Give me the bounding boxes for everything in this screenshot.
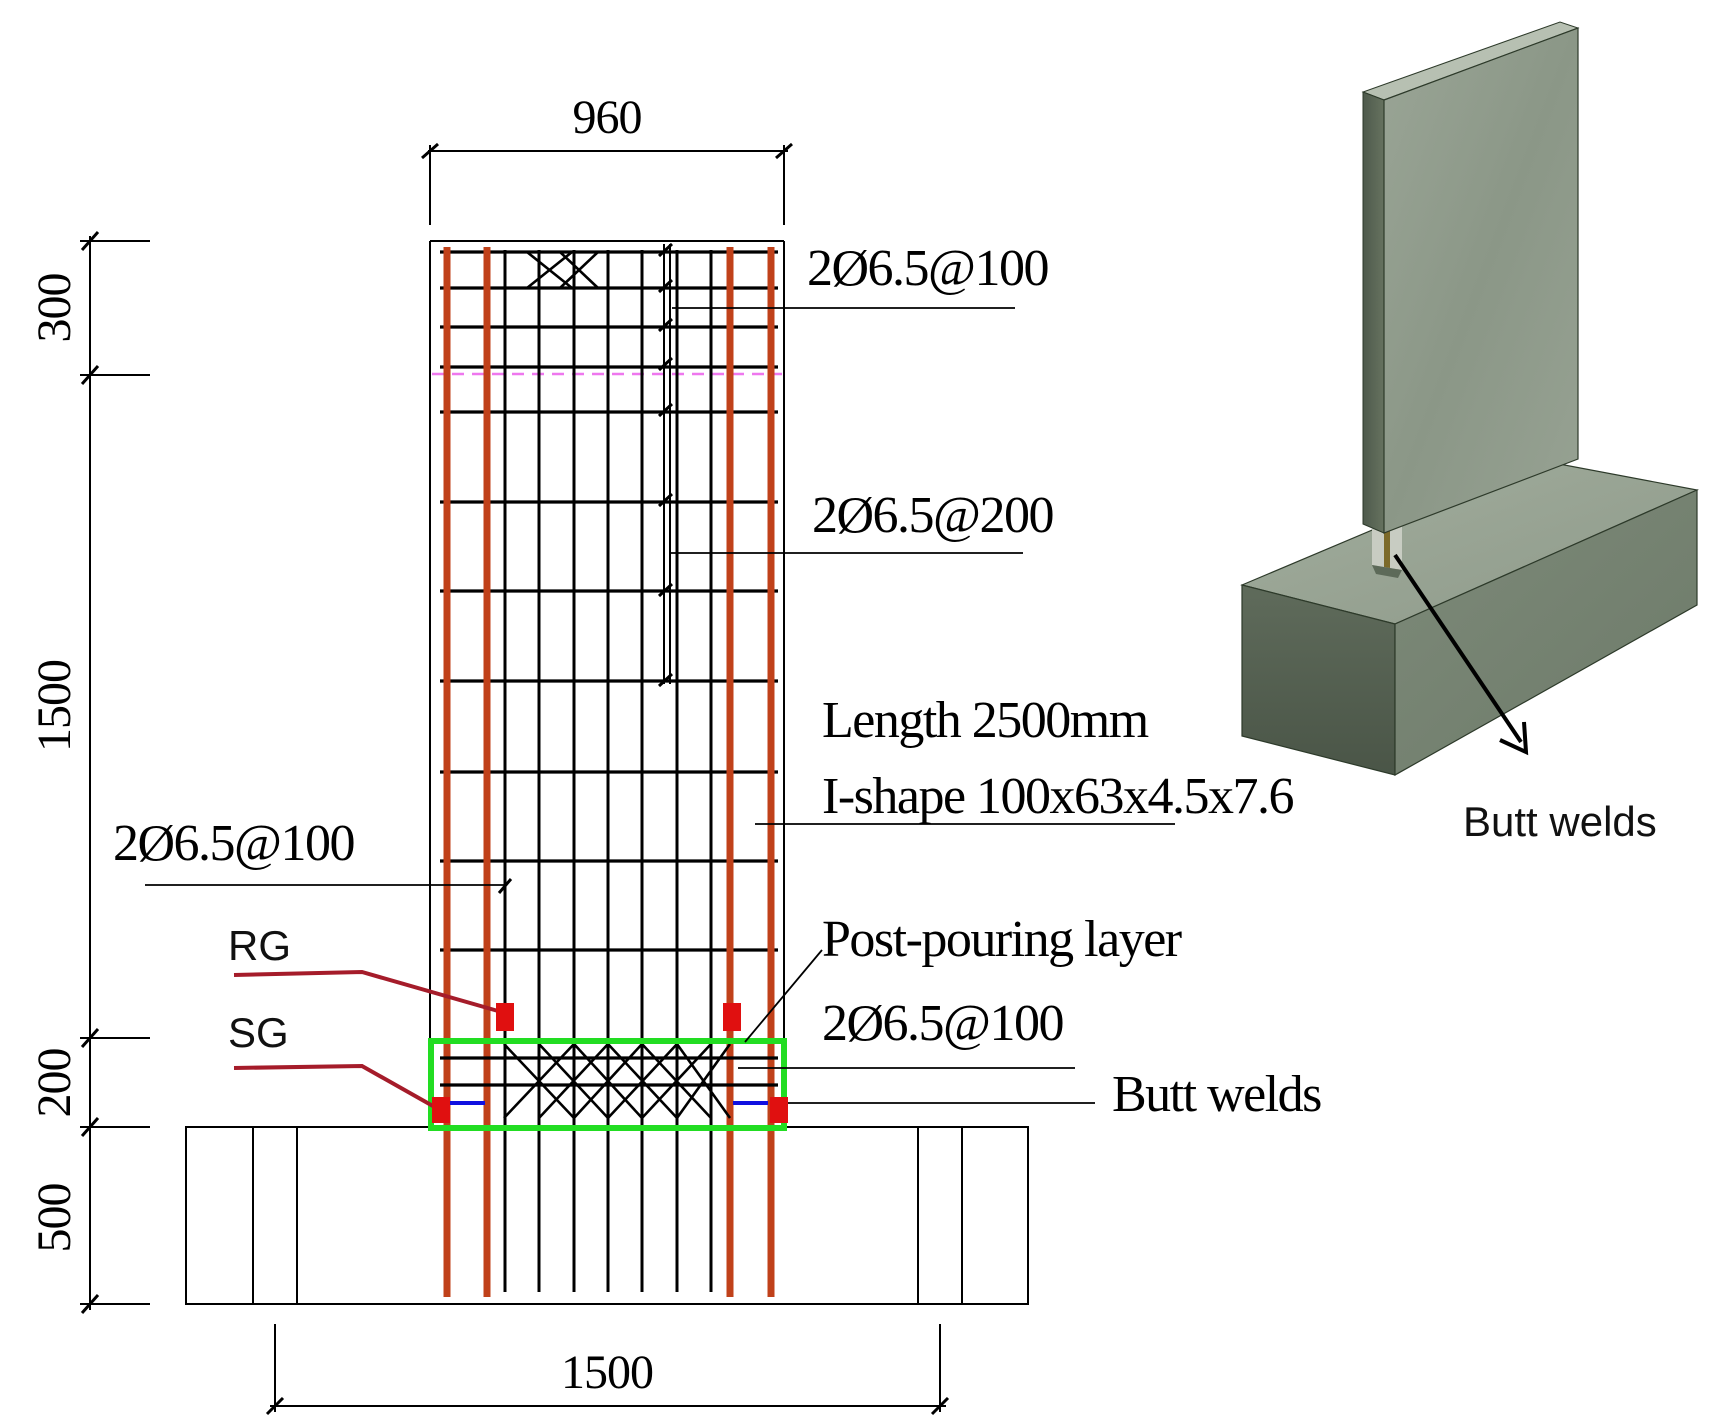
rg-gauge-left bbox=[496, 1003, 514, 1031]
mid-stirrup-label: 2Ø6.5@200 bbox=[812, 487, 1053, 544]
dim-base-width-text: 1500 bbox=[561, 1346, 653, 1399]
base-beam-side-face-lower bbox=[1394, 489, 1698, 777]
strain-gauges bbox=[432, 1003, 788, 1123]
wall-panel-edge-face bbox=[1362, 91, 1385, 534]
top-cross-bars bbox=[526, 250, 599, 290]
stirrup-tie-line bbox=[657, 242, 674, 688]
dimension-wall-width: 960 bbox=[421, 91, 793, 225]
steel-length-label: Length 2500mm bbox=[822, 692, 1149, 749]
dim-wall-width-text: 960 bbox=[573, 91, 642, 144]
vertical-distribution-bars bbox=[503, 250, 713, 1292]
iso-butt-welds-label: Butt welds bbox=[1463, 798, 1657, 845]
dim-joint-zone-text: 200 bbox=[28, 1049, 81, 1118]
sg-gauge-left bbox=[432, 1097, 450, 1123]
steel-section-label: I-shape 100x63x4.5x7.6 bbox=[822, 768, 1294, 825]
leader-lines bbox=[145, 307, 1175, 1104]
isometric-3d-view bbox=[1240, 21, 1700, 777]
post-pouring-stirrup-label: 2Ø6.5@100 bbox=[822, 995, 1063, 1052]
sg-gauge-right bbox=[770, 1097, 788, 1123]
top-stirrup-label: 2Ø6.5@100 bbox=[807, 240, 1048, 297]
dim-base-height-text: 500 bbox=[28, 1184, 81, 1253]
dim-top-zone-text: 300 bbox=[28, 274, 81, 343]
gauge-leads bbox=[233, 969, 506, 1112]
wall-outline bbox=[429, 240, 785, 1127]
post-pouring-title-label: Post-pouring layer bbox=[822, 911, 1182, 968]
dimension-chain-vertical: 300 1500 200 500 bbox=[28, 231, 150, 1314]
dimension-base-width: 1500 bbox=[265, 1324, 950, 1416]
rg-gauge-right bbox=[723, 1003, 741, 1031]
post-pouring-box bbox=[428, 1038, 787, 1131]
wall-panel-front-face bbox=[1383, 27, 1579, 534]
butt-welds-label: Butt welds bbox=[1112, 1066, 1321, 1123]
dim-mid-zone-text: 1500 bbox=[28, 660, 81, 752]
sg-label: SG bbox=[228, 1009, 289, 1056]
butt-weld-arrow bbox=[1393, 553, 1529, 756]
rg-label: RG bbox=[228, 922, 291, 969]
post-pouring-layer bbox=[428, 1038, 787, 1131]
lower-stirrup-label: 2Ø6.5@100 bbox=[113, 815, 354, 872]
